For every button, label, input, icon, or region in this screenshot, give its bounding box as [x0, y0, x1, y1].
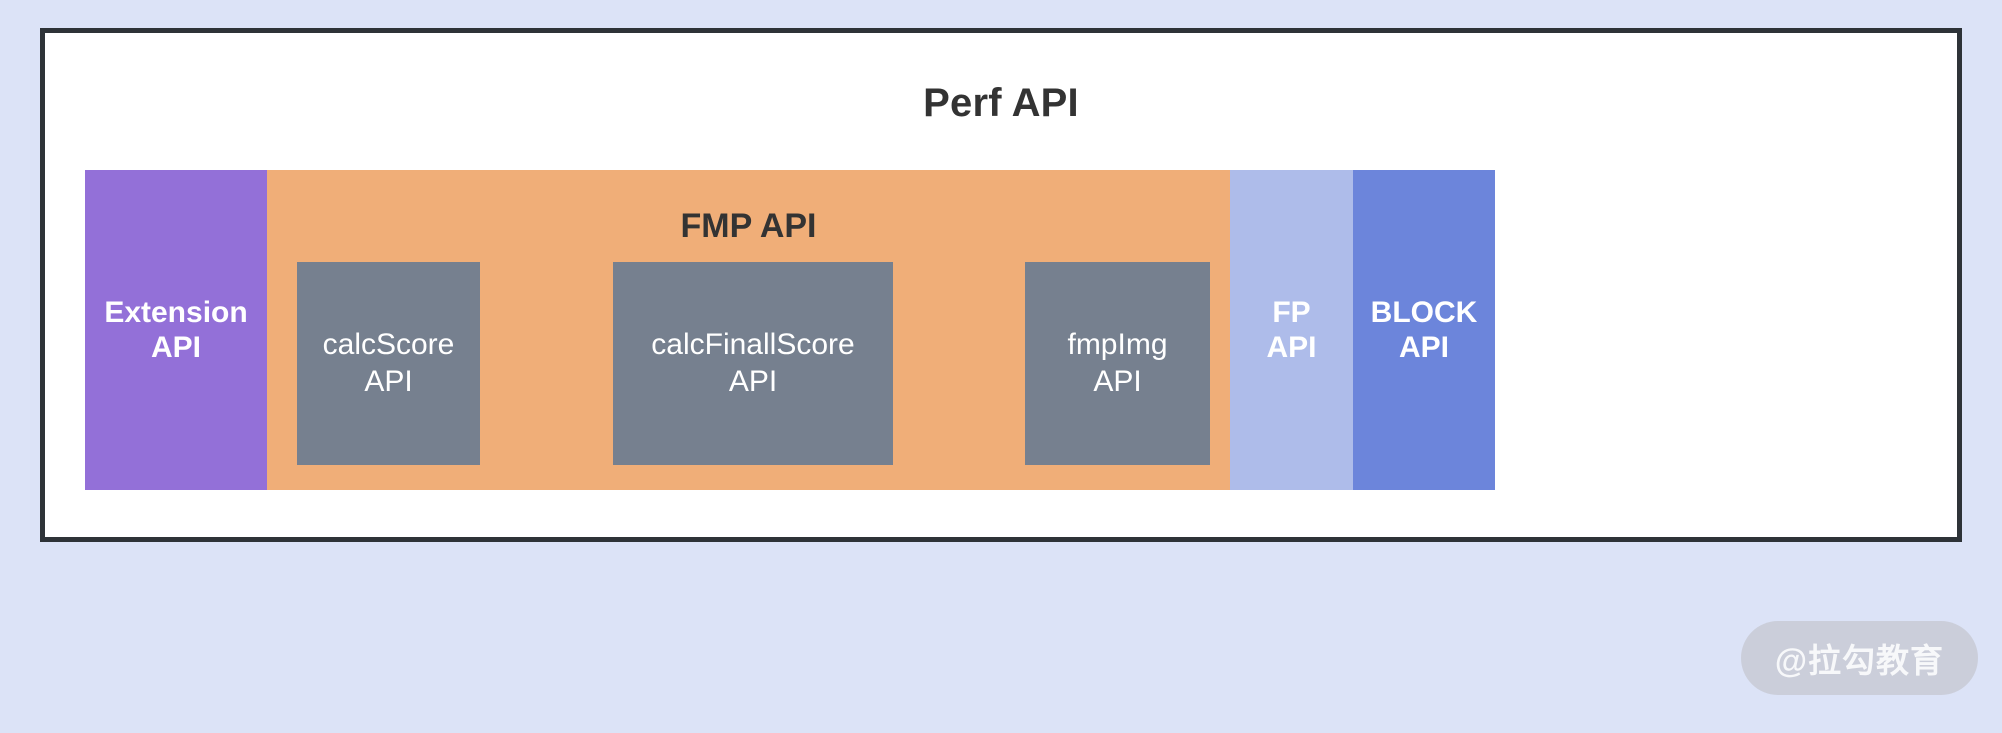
block-fp-api[interactable]: FP API [1230, 170, 1353, 490]
block-fp-api-label: FP API [1266, 295, 1317, 364]
block-fmp-api-label: FMP API [680, 207, 817, 245]
watermark: @拉勾教育 [1740, 621, 1978, 695]
block-calcscore-api-label: calcScore API [322, 327, 455, 398]
block-fmpimg-api[interactable]: fmpImg API [1025, 262, 1210, 465]
block-calcfinallscore-api[interactable]: calcFinallScore API [613, 262, 893, 465]
block-block-api[interactable]: BLOCK API [1353, 170, 1495, 490]
block-fmpimg-api-label: fmpImg API [1067, 327, 1168, 398]
diagram-frame: Perf API Extension API FMP API calcScore… [40, 28, 1962, 542]
block-block-api-label: BLOCK API [1370, 295, 1478, 364]
api-layer-band: Extension API FMP API calcScore API calc… [85, 170, 1495, 490]
block-extension-api[interactable]: Extension API [85, 170, 267, 490]
block-extension-api-label: Extension API [104, 295, 248, 364]
block-fmp-api[interactable]: FMP API calcScore API calcFinallScore AP… [267, 170, 1230, 490]
fmp-api-children: calcScore API calcFinallScore API fmpImg… [267, 262, 1230, 465]
page-title: Perf API [923, 81, 1079, 125]
block-calcscore-api[interactable]: calcScore API [297, 262, 480, 465]
block-calcfinallscore-api-label: calcFinallScore API [651, 327, 855, 398]
